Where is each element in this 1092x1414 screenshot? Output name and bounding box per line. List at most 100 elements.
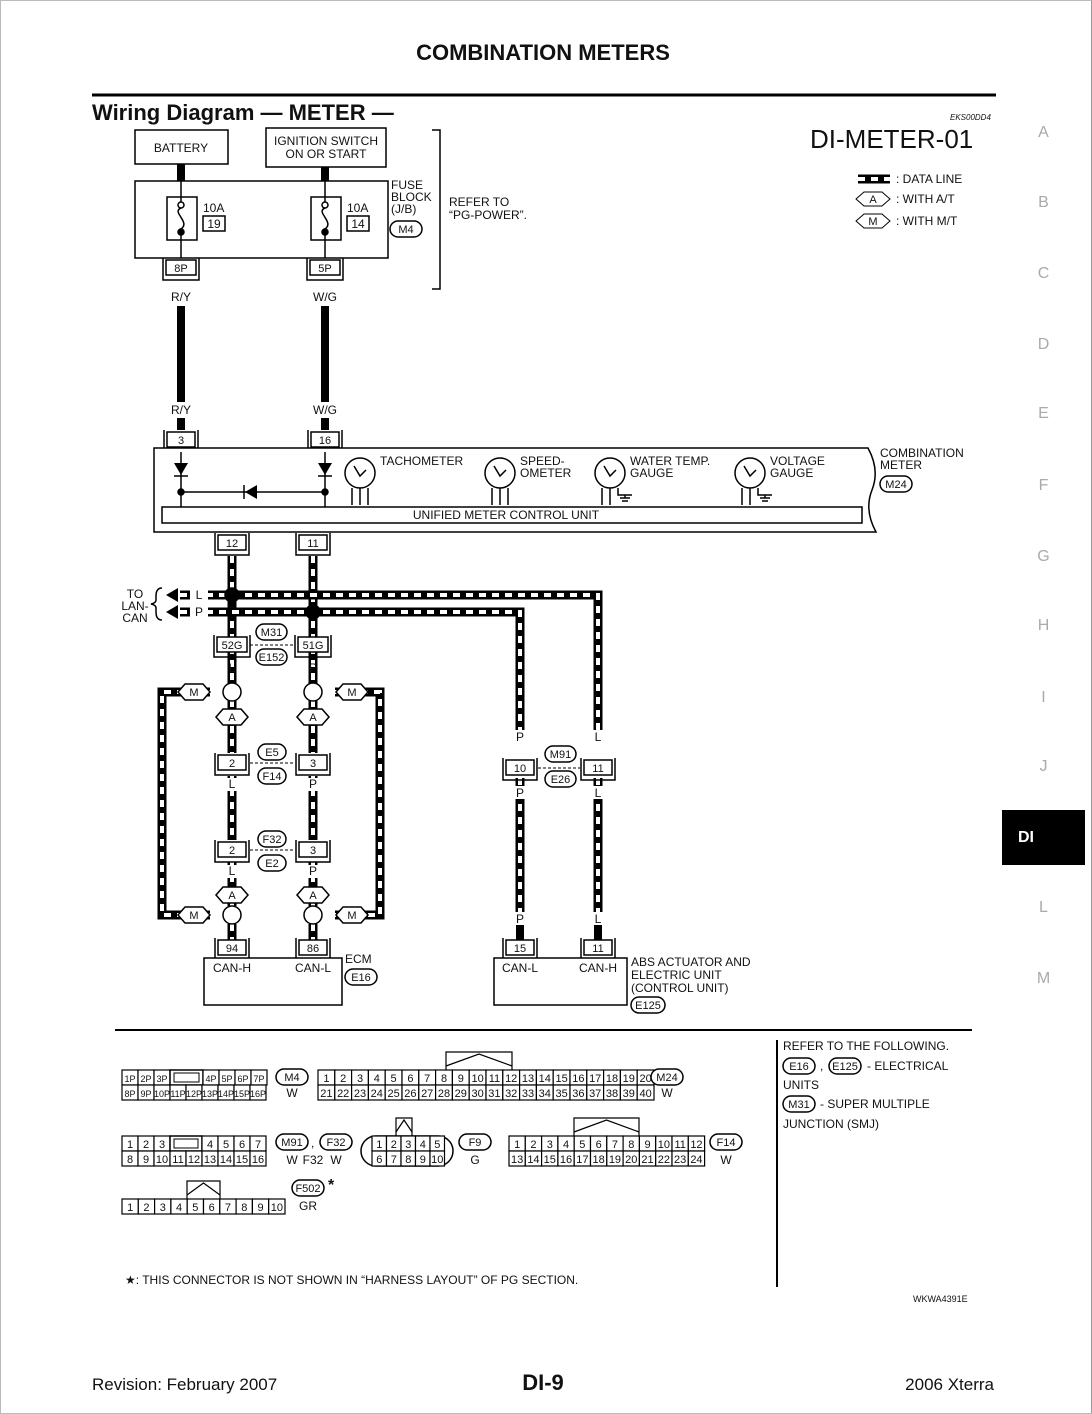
pin-number: 34 bbox=[539, 1088, 551, 1100]
pin-number: 2 bbox=[143, 1202, 149, 1214]
section-tab-l[interactable]: L bbox=[1039, 899, 1048, 916]
label: REFER TO bbox=[449, 195, 509, 209]
connector-pin-cell bbox=[687, 1150, 706, 1167]
connector-id-oval bbox=[650, 1068, 684, 1086]
unified-meter-control-unit bbox=[161, 506, 863, 524]
bg bbox=[307, 778, 319, 791]
connector-id-oval bbox=[275, 1133, 309, 1151]
bracket bbox=[432, 129, 441, 290]
pin-number: 14 bbox=[220, 1154, 232, 1166]
option-hexagon bbox=[335, 906, 369, 924]
label: LAN- bbox=[121, 599, 148, 613]
section-tab-h[interactable]: H bbox=[1037, 617, 1050, 634]
connector-id: F32 bbox=[327, 1137, 346, 1149]
fuse-terminal bbox=[177, 228, 185, 236]
pin-number: 3P bbox=[156, 1074, 167, 1084]
gauge-label: TACHOMETER bbox=[380, 454, 463, 468]
lock-tab bbox=[186, 1180, 221, 1199]
bg bbox=[592, 730, 604, 743]
label: W bbox=[720, 1153, 732, 1167]
label: P bbox=[195, 605, 203, 619]
pin-number: 8P bbox=[124, 1089, 135, 1099]
wire bbox=[757, 488, 772, 496]
pin-number: 23 bbox=[354, 1088, 366, 1100]
connector-id-oval bbox=[255, 623, 288, 641]
option-symbol: M bbox=[189, 910, 198, 922]
gauge-needle bbox=[603, 465, 617, 478]
section-tab-f[interactable]: F bbox=[1038, 477, 1049, 494]
section-tab-d[interactable]: D bbox=[1037, 336, 1050, 353]
connector-id-oval bbox=[782, 1095, 816, 1113]
connector-pin: 86 bbox=[307, 943, 319, 955]
connector-id-oval bbox=[255, 648, 288, 666]
label: , bbox=[311, 1136, 314, 1150]
section-tab-c[interactable]: C bbox=[1037, 265, 1050, 282]
connector-id-oval bbox=[828, 1057, 862, 1075]
pin-number: 2 bbox=[530, 1139, 536, 1151]
wire-color: R/Y bbox=[171, 290, 191, 304]
pin-number: 4P bbox=[205, 1074, 216, 1084]
label: L bbox=[595, 912, 602, 926]
option-symbol: A bbox=[228, 890, 236, 902]
section-tab-m[interactable]: M bbox=[1036, 970, 1051, 987]
section-tab-di[interactable]: DI bbox=[1002, 810, 1085, 865]
connector-pin-cell bbox=[249, 1150, 267, 1167]
pin-number: 3 bbox=[405, 1139, 411, 1151]
pin-number: 6 bbox=[376, 1154, 382, 1166]
pin-number: 16P bbox=[250, 1089, 266, 1099]
lock-tab bbox=[186, 1182, 221, 1196]
section-tab-i[interactable]: I bbox=[1041, 689, 1046, 706]
label: * bbox=[328, 1177, 335, 1194]
option-symbol: A bbox=[228, 712, 236, 724]
connector-pin-box bbox=[217, 754, 247, 771]
footnote: ★: THIS CONNECTOR IS NOT SHOWN IN “HARNE… bbox=[125, 1273, 578, 1287]
fuse-number: 19 bbox=[207, 217, 221, 231]
pin-number: 17 bbox=[576, 1154, 588, 1166]
section-tab-j[interactable]: J bbox=[1039, 758, 1048, 775]
label: L bbox=[229, 661, 236, 675]
connector-pin: 11 bbox=[592, 763, 603, 775]
pin-number: 1 bbox=[514, 1139, 520, 1151]
pin-number: 30 bbox=[471, 1088, 483, 1100]
gauge-label: WATER TEMP. bbox=[630, 454, 710, 468]
wire bbox=[617, 488, 632, 496]
pin-number: 25 bbox=[387, 1088, 399, 1100]
pin-number: 31 bbox=[488, 1088, 500, 1100]
page-title: COMBINATION METERS bbox=[416, 40, 670, 65]
pin-number: 15 bbox=[555, 1073, 567, 1085]
gauge-label: GAUGE bbox=[630, 466, 673, 480]
section-tab-b[interactable]: B bbox=[1038, 194, 1049, 211]
latch bbox=[173, 1072, 200, 1083]
connector-id: F9 bbox=[469, 1137, 482, 1149]
pin-number: 1 bbox=[127, 1139, 133, 1151]
connector-pin-box bbox=[310, 431, 340, 448]
connector-pin: 15 bbox=[514, 943, 526, 955]
bg bbox=[190, 605, 208, 619]
label: BLOCK bbox=[391, 190, 432, 204]
lock-tab bbox=[395, 1118, 413, 1133]
legend-data-line: : DATA LINE bbox=[896, 172, 962, 186]
connector-pin-box bbox=[298, 534, 328, 551]
connector-id-oval bbox=[630, 996, 666, 1014]
connector-housing bbox=[502, 758, 538, 781]
pin-number: 2 bbox=[143, 1139, 149, 1151]
fuse-terminal bbox=[177, 201, 185, 209]
section-tab-a[interactable]: A bbox=[1038, 124, 1049, 141]
gauge-label: GAUGE bbox=[770, 466, 813, 480]
label: “PG-POWER”. bbox=[449, 208, 527, 222]
section-tab-e[interactable]: E bbox=[1038, 405, 1049, 422]
pin-number: 2P bbox=[140, 1074, 151, 1084]
pin-number: 2 bbox=[340, 1073, 346, 1085]
pin-number: 20 bbox=[639, 1073, 651, 1085]
section-tab-g[interactable]: G bbox=[1037, 548, 1050, 565]
label: ELECTRIC UNIT bbox=[631, 968, 722, 982]
pin-number: 18 bbox=[593, 1154, 605, 1166]
lock-tab bbox=[445, 1051, 513, 1070]
pin-number: 1 bbox=[323, 1073, 329, 1085]
pin-number: 13 bbox=[204, 1154, 216, 1166]
connector-id-oval bbox=[544, 745, 577, 763]
pin-number: 6 bbox=[209, 1202, 215, 1214]
control-unit-label: UNIFIED METER CONTROL UNIT bbox=[413, 508, 600, 522]
label: L bbox=[229, 864, 236, 878]
pin-number: 14P bbox=[218, 1089, 234, 1099]
